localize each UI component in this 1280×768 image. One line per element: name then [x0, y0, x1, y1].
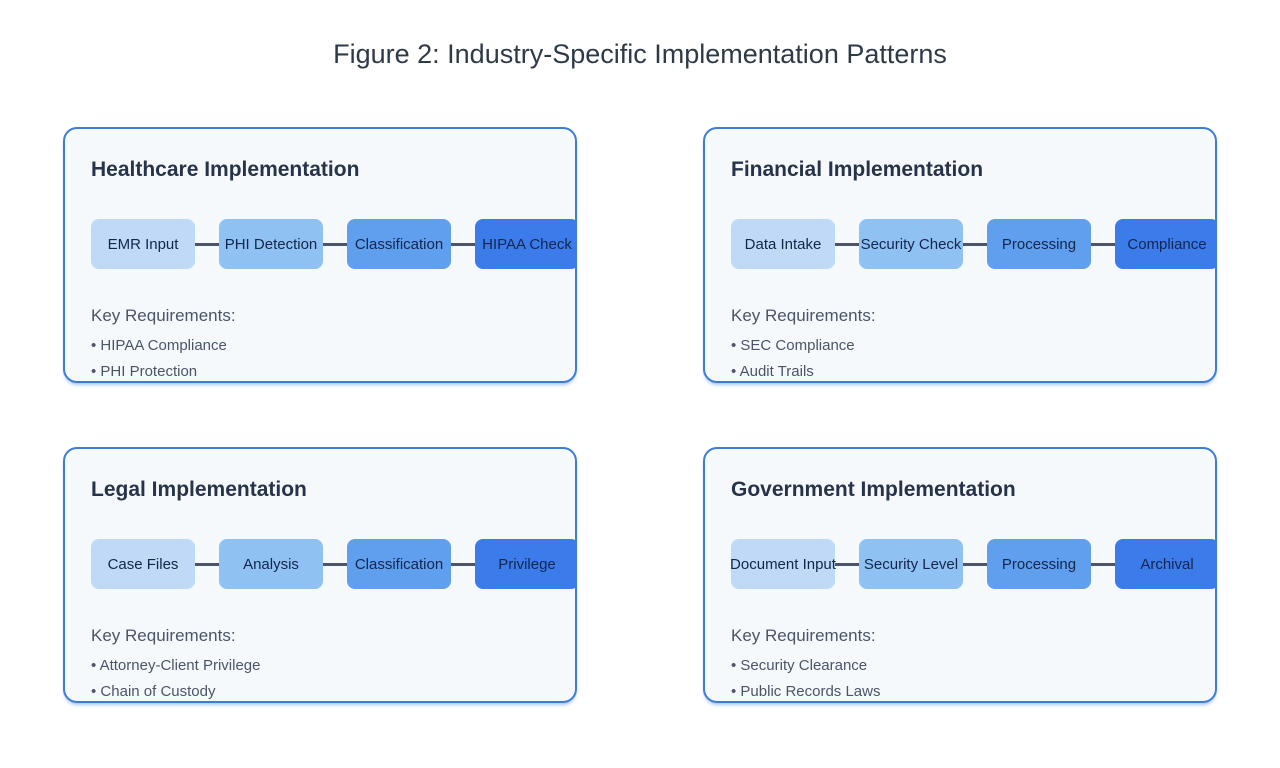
panel-financial: Financial Implementation Data Intake Sec…: [703, 127, 1217, 383]
flow-node: Classification: [347, 219, 451, 269]
requirement-item: Audit Trails: [731, 359, 1215, 381]
flow-node: Security Check: [859, 219, 963, 269]
requirement-item: SEC Compliance: [731, 333, 1215, 359]
flow-connector: [835, 562, 859, 566]
key-requirements: Key Requirements: Security Clearance Pub…: [731, 626, 1215, 701]
flow-node: Archival: [1115, 539, 1215, 589]
requirement-item: Attorney-Client Privilege: [91, 653, 575, 679]
flow-connector: [323, 242, 347, 246]
flow-node: Security Level: [859, 539, 963, 589]
figure-title: Figure 2: Industry-Specific Implementati…: [333, 39, 947, 69]
flow-connector: [963, 242, 987, 246]
flow-node: Processing: [987, 539, 1091, 589]
key-requirements-list: Security Clearance Public Records Laws: [731, 653, 1215, 701]
flow-connector: [963, 562, 987, 566]
key-requirements-list: Attorney-Client Privilege Chain of Custo…: [91, 653, 575, 701]
flow-connector: [195, 562, 219, 566]
requirement-item: Security Clearance: [731, 653, 1215, 679]
flow-node: Processing: [987, 219, 1091, 269]
panel-title: Financial Implementation: [731, 158, 984, 181]
flow-node: Case Files: [91, 539, 195, 589]
requirement-item: PHI Protection: [91, 359, 575, 381]
flow-connector: [195, 242, 219, 246]
flow-row: Data Intake Security Check Processing Co…: [731, 219, 1215, 269]
key-requirements: Key Requirements: HIPAA Compliance PHI P…: [91, 306, 575, 381]
flow-connector: [1091, 562, 1115, 566]
flow-row: EMR Input PHI Detection Classification H…: [91, 219, 575, 269]
key-requirements-label: Key Requirements:: [731, 626, 876, 645]
flow-connector: [835, 242, 859, 246]
flow-row: Document Input Security Level Processing…: [730, 539, 1215, 589]
flow-node: HIPAA Check: [475, 219, 575, 269]
panel-legal: Legal Implementation Case Files Analysis…: [63, 447, 577, 703]
flow-node: Compliance: [1115, 219, 1215, 269]
panel-government: Government Implementation Document Input…: [703, 447, 1217, 703]
flow-connector: [323, 562, 347, 566]
key-requirements-list: SEC Compliance Audit Trails: [731, 333, 1215, 381]
flow-connector: [1091, 242, 1115, 246]
requirement-item: Public Records Laws: [731, 679, 1215, 701]
key-requirements-label: Key Requirements:: [91, 306, 236, 325]
flow-node: Classification: [347, 539, 451, 589]
requirement-item: HIPAA Compliance: [91, 333, 575, 359]
panel-healthcare: Healthcare Implementation EMR Input PHI …: [63, 127, 577, 383]
flow-row: Case Files Analysis Classification Privi…: [91, 539, 575, 589]
panel-grid: Healthcare Implementation EMR Input PHI …: [63, 127, 1217, 703]
requirement-item: Chain of Custody: [91, 679, 575, 701]
key-requirements-label: Key Requirements:: [731, 306, 876, 325]
flow-connector: [451, 562, 475, 566]
key-requirements: Key Requirements: SEC Compliance Audit T…: [731, 306, 1215, 381]
flow-connector: [451, 242, 475, 246]
key-requirements: Key Requirements: Attorney-Client Privil…: [91, 626, 575, 701]
panel-title: Legal Implementation: [91, 478, 307, 501]
panel-title: Healthcare Implementation: [91, 158, 360, 181]
flow-node: EMR Input: [91, 219, 195, 269]
key-requirements-list: HIPAA Compliance PHI Protection: [91, 333, 575, 381]
key-requirements-label: Key Requirements:: [91, 626, 236, 645]
flow-node: Data Intake: [731, 219, 835, 269]
flow-node: PHI Detection: [219, 219, 323, 269]
flow-node: Analysis: [219, 539, 323, 589]
panel-title: Government Implementation: [731, 478, 1016, 501]
flow-node: Document Input: [730, 539, 836, 589]
flow-node: Privilege: [475, 539, 575, 589]
